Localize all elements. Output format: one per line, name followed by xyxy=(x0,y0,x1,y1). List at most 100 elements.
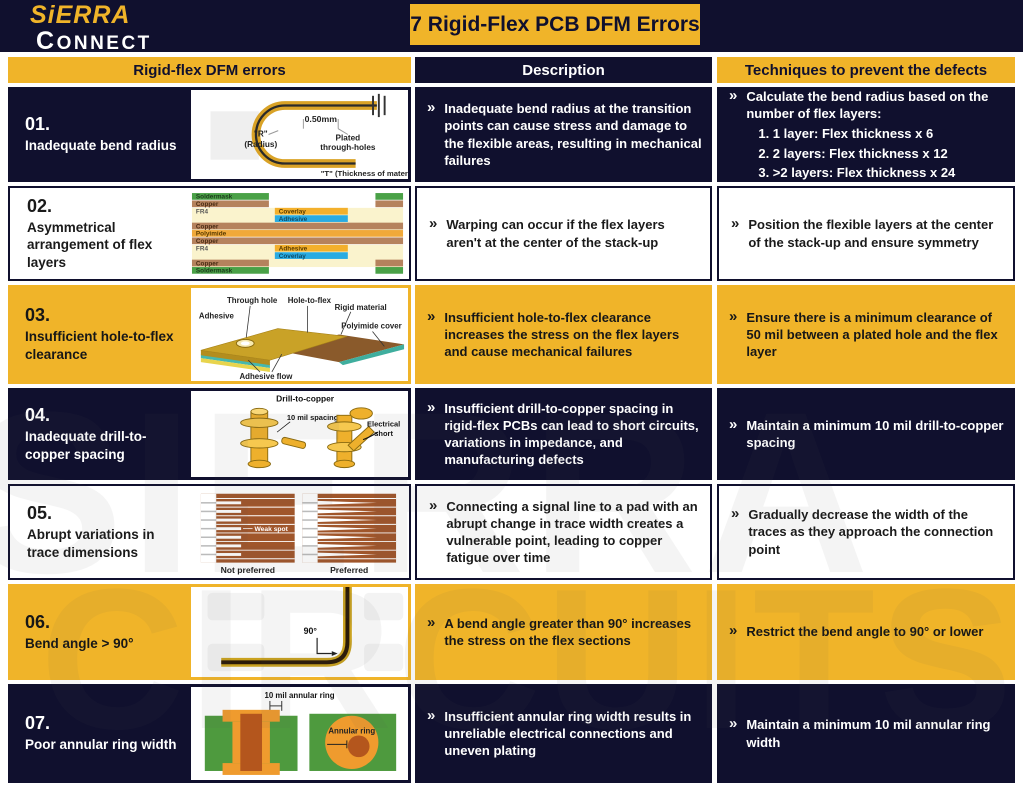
error-number: 06. xyxy=(25,611,51,632)
bend-radius-illustration: 0.50mm Plated through-holes "R" (Radius)… xyxy=(191,90,408,179)
layer-label: FR4 xyxy=(196,245,209,252)
annular-dim-label: 10 mil annular ring xyxy=(264,691,334,700)
description-cell: » Insufficient annular ring width result… xyxy=(415,684,712,783)
bullet-icon: » xyxy=(729,622,738,640)
spacing-label: 10 mil spacing xyxy=(287,413,339,422)
layer-label: Copper xyxy=(196,201,219,208)
error-title: 05. Abrupt variations in trace dimension… xyxy=(10,486,194,578)
not-preferred-caption: Not preferred xyxy=(221,565,275,575)
column-header-errors: Rigid-flex DFM errors xyxy=(8,57,411,83)
technique-intro: Calculate the bend radius based on the n… xyxy=(746,89,989,122)
bullet-icon: » xyxy=(429,496,438,514)
description-text: Insufficient drill-to-copper spacing in … xyxy=(444,400,699,468)
plated-label-1: Plated xyxy=(336,133,361,142)
error-title: 02. Asymmetrical arrangement of flex lay… xyxy=(10,188,194,279)
layer-label: Copper xyxy=(196,238,219,245)
technique-text: Maintain a minimum 10 mil annular ring w… xyxy=(746,717,991,750)
thickness-label: "T" (Thickness of material) xyxy=(321,169,408,178)
error-title: 03. Insufficient hole-to-flex clearance xyxy=(8,285,192,384)
bullet-icon: » xyxy=(427,307,436,325)
error-cell: 07. Poor annular ring width 10 mil annul… xyxy=(8,684,411,783)
table-row: 06. Bend angle > 90° 90° » xyxy=(0,584,1023,680)
weak-spot-label: Weak spot xyxy=(255,526,289,533)
table-row: 04. Inadequate drill-to-copper spacing D… xyxy=(0,388,1023,480)
adhesive-label: Adhesive xyxy=(199,312,235,321)
plated-label-2: through-holes xyxy=(320,143,376,152)
description-cell: » A bend angle greater than 90° increase… xyxy=(415,584,712,680)
error-cell: 01. Inadequate bend radius 0.50mm Plated xyxy=(8,87,411,182)
error-number: 05. xyxy=(27,502,53,523)
layer-label: FR4 xyxy=(196,208,209,215)
technique-cell: » Gradually decrease the width of the tr… xyxy=(717,484,1015,580)
error-number: 03. xyxy=(25,305,51,326)
column-header-techniques: Techniques to prevent the defects xyxy=(717,57,1015,83)
bullet-icon: » xyxy=(731,505,740,523)
description-text: Insufficient annular ring width results … xyxy=(444,708,692,759)
description-text: A bend angle greater than 90° increases … xyxy=(444,615,692,648)
layer-label: Copper xyxy=(196,260,219,267)
hole-to-flex-illustration: Adhesive Through hole Hole-to-flex Rigid… xyxy=(191,288,408,381)
error-cell: 05. Abrupt variations in trace dimension… xyxy=(8,484,411,580)
bullet-icon: » xyxy=(427,613,436,631)
table-row: 02. Asymmetrical arrangement of flex lay… xyxy=(0,186,1023,281)
layer-label: Adhesive xyxy=(279,216,308,223)
error-cell: 03. Insufficient hole-to-flex clearance xyxy=(8,285,411,384)
layer-label: Soldermask xyxy=(196,194,233,201)
layer-label: Coverlay xyxy=(279,208,307,215)
brand-name-top: SiERRA xyxy=(30,1,131,29)
annular-ring-illustration: 10 mil annular ring Annular ring xyxy=(191,687,408,780)
error-title: 07. Poor annular ring width xyxy=(8,684,192,783)
technique-item: 3. >2 layers: Flex thickness x 24 xyxy=(758,164,956,180)
dim-label: 0.50mm xyxy=(305,114,338,124)
error-title: 01. Inadequate bend radius xyxy=(8,87,192,182)
technique-text: Position the flexible layers at the cent… xyxy=(748,217,994,250)
annular-ring-label: Annular ring xyxy=(328,727,375,736)
hole-to-flex-label: Hole-to-flex xyxy=(288,296,332,305)
technique-cell: » Maintain a minimum 10 mil drill-to-cop… xyxy=(717,388,1015,480)
description-cell: » Warping can occur if the flex layers a… xyxy=(415,186,712,281)
technique-cell: » Position the flexible layers at the ce… xyxy=(717,186,1015,281)
trace-width-illustration: Weak spot xyxy=(190,488,407,576)
page-title: 7 Rigid-Flex PCB DFM Errors xyxy=(410,4,700,45)
technique-text: Gradually decrease the width of the trac… xyxy=(748,507,994,557)
error-number: 01. xyxy=(25,114,51,135)
angle-label: 90° xyxy=(304,626,318,636)
technique-cell: » Ensure there is a minimum clearance of… xyxy=(717,285,1015,384)
radius-label-1: "R" xyxy=(254,129,268,138)
header-bar: SiERRA CONNECT 7 Rigid-Flex PCB DFM Erro… xyxy=(0,0,1023,54)
table-row: 05. Abrupt variations in trace dimension… xyxy=(0,484,1023,580)
layer-label: Coverlay xyxy=(279,253,307,260)
electrical-short-label-2: short xyxy=(374,429,393,438)
technique-list: 1. 1 layer: Flex thickness x 6 2. 2 laye… xyxy=(746,125,1005,180)
error-cell: 02. Asymmetrical arrangement of flex lay… xyxy=(8,186,411,281)
layer-label: Soldermask xyxy=(196,268,233,275)
technique-text: Restrict the bend angle to 90° or lower xyxy=(746,624,984,640)
error-label: Bend angle > 90° xyxy=(25,635,134,651)
description-cell: » Insufficient drill-to-copper spacing i… xyxy=(415,388,712,480)
description-text: Insufficient hole-to-flex clearance incr… xyxy=(444,309,680,360)
error-number: 02. xyxy=(27,195,53,216)
description-text: Connecting a signal line to a pad with a… xyxy=(446,498,698,566)
error-number: 07. xyxy=(25,713,51,734)
error-label: Abrupt variations in trace dimensions xyxy=(27,526,155,560)
technique-cell: » Restrict the bend angle to 90° or lowe… xyxy=(717,584,1015,680)
technique-text: Maintain a minimum 10 mil drill-to-coppe… xyxy=(746,417,1004,450)
description-text: Inadequate bend radius at the transition… xyxy=(444,101,702,168)
technique-item: 2. 2 layers: Flex thickness x 12 xyxy=(758,145,948,161)
description-cell: » Connecting a signal line to a pad with… xyxy=(415,484,712,580)
error-label: Asymmetrical arrangement of flex layers xyxy=(27,219,153,270)
layer-label: Polyimide xyxy=(196,231,227,238)
table-row: 07. Poor annular ring width 10 mil annul… xyxy=(0,684,1023,783)
brand-name-bottom: CONNECT xyxy=(36,27,152,55)
bullet-icon: » xyxy=(427,398,436,416)
rigid-material-label: Rigid material xyxy=(335,303,387,312)
error-title: 04. Inadequate drill-to-copper spacing xyxy=(8,388,192,480)
electrical-short-label-1: Electrical xyxy=(367,420,400,429)
bullet-icon: » xyxy=(731,215,740,233)
error-label: Inadequate drill-to-copper spacing xyxy=(25,428,147,462)
table-row: 01. Inadequate bend radius 0.50mm Plated xyxy=(0,87,1023,182)
error-label: Poor annular ring width xyxy=(25,737,177,753)
stackup-illustration: Soldermask Copper FR4 Coverlay Adhesive … xyxy=(190,190,407,277)
brand-logo: SiERRA CONNECT xyxy=(30,3,152,54)
